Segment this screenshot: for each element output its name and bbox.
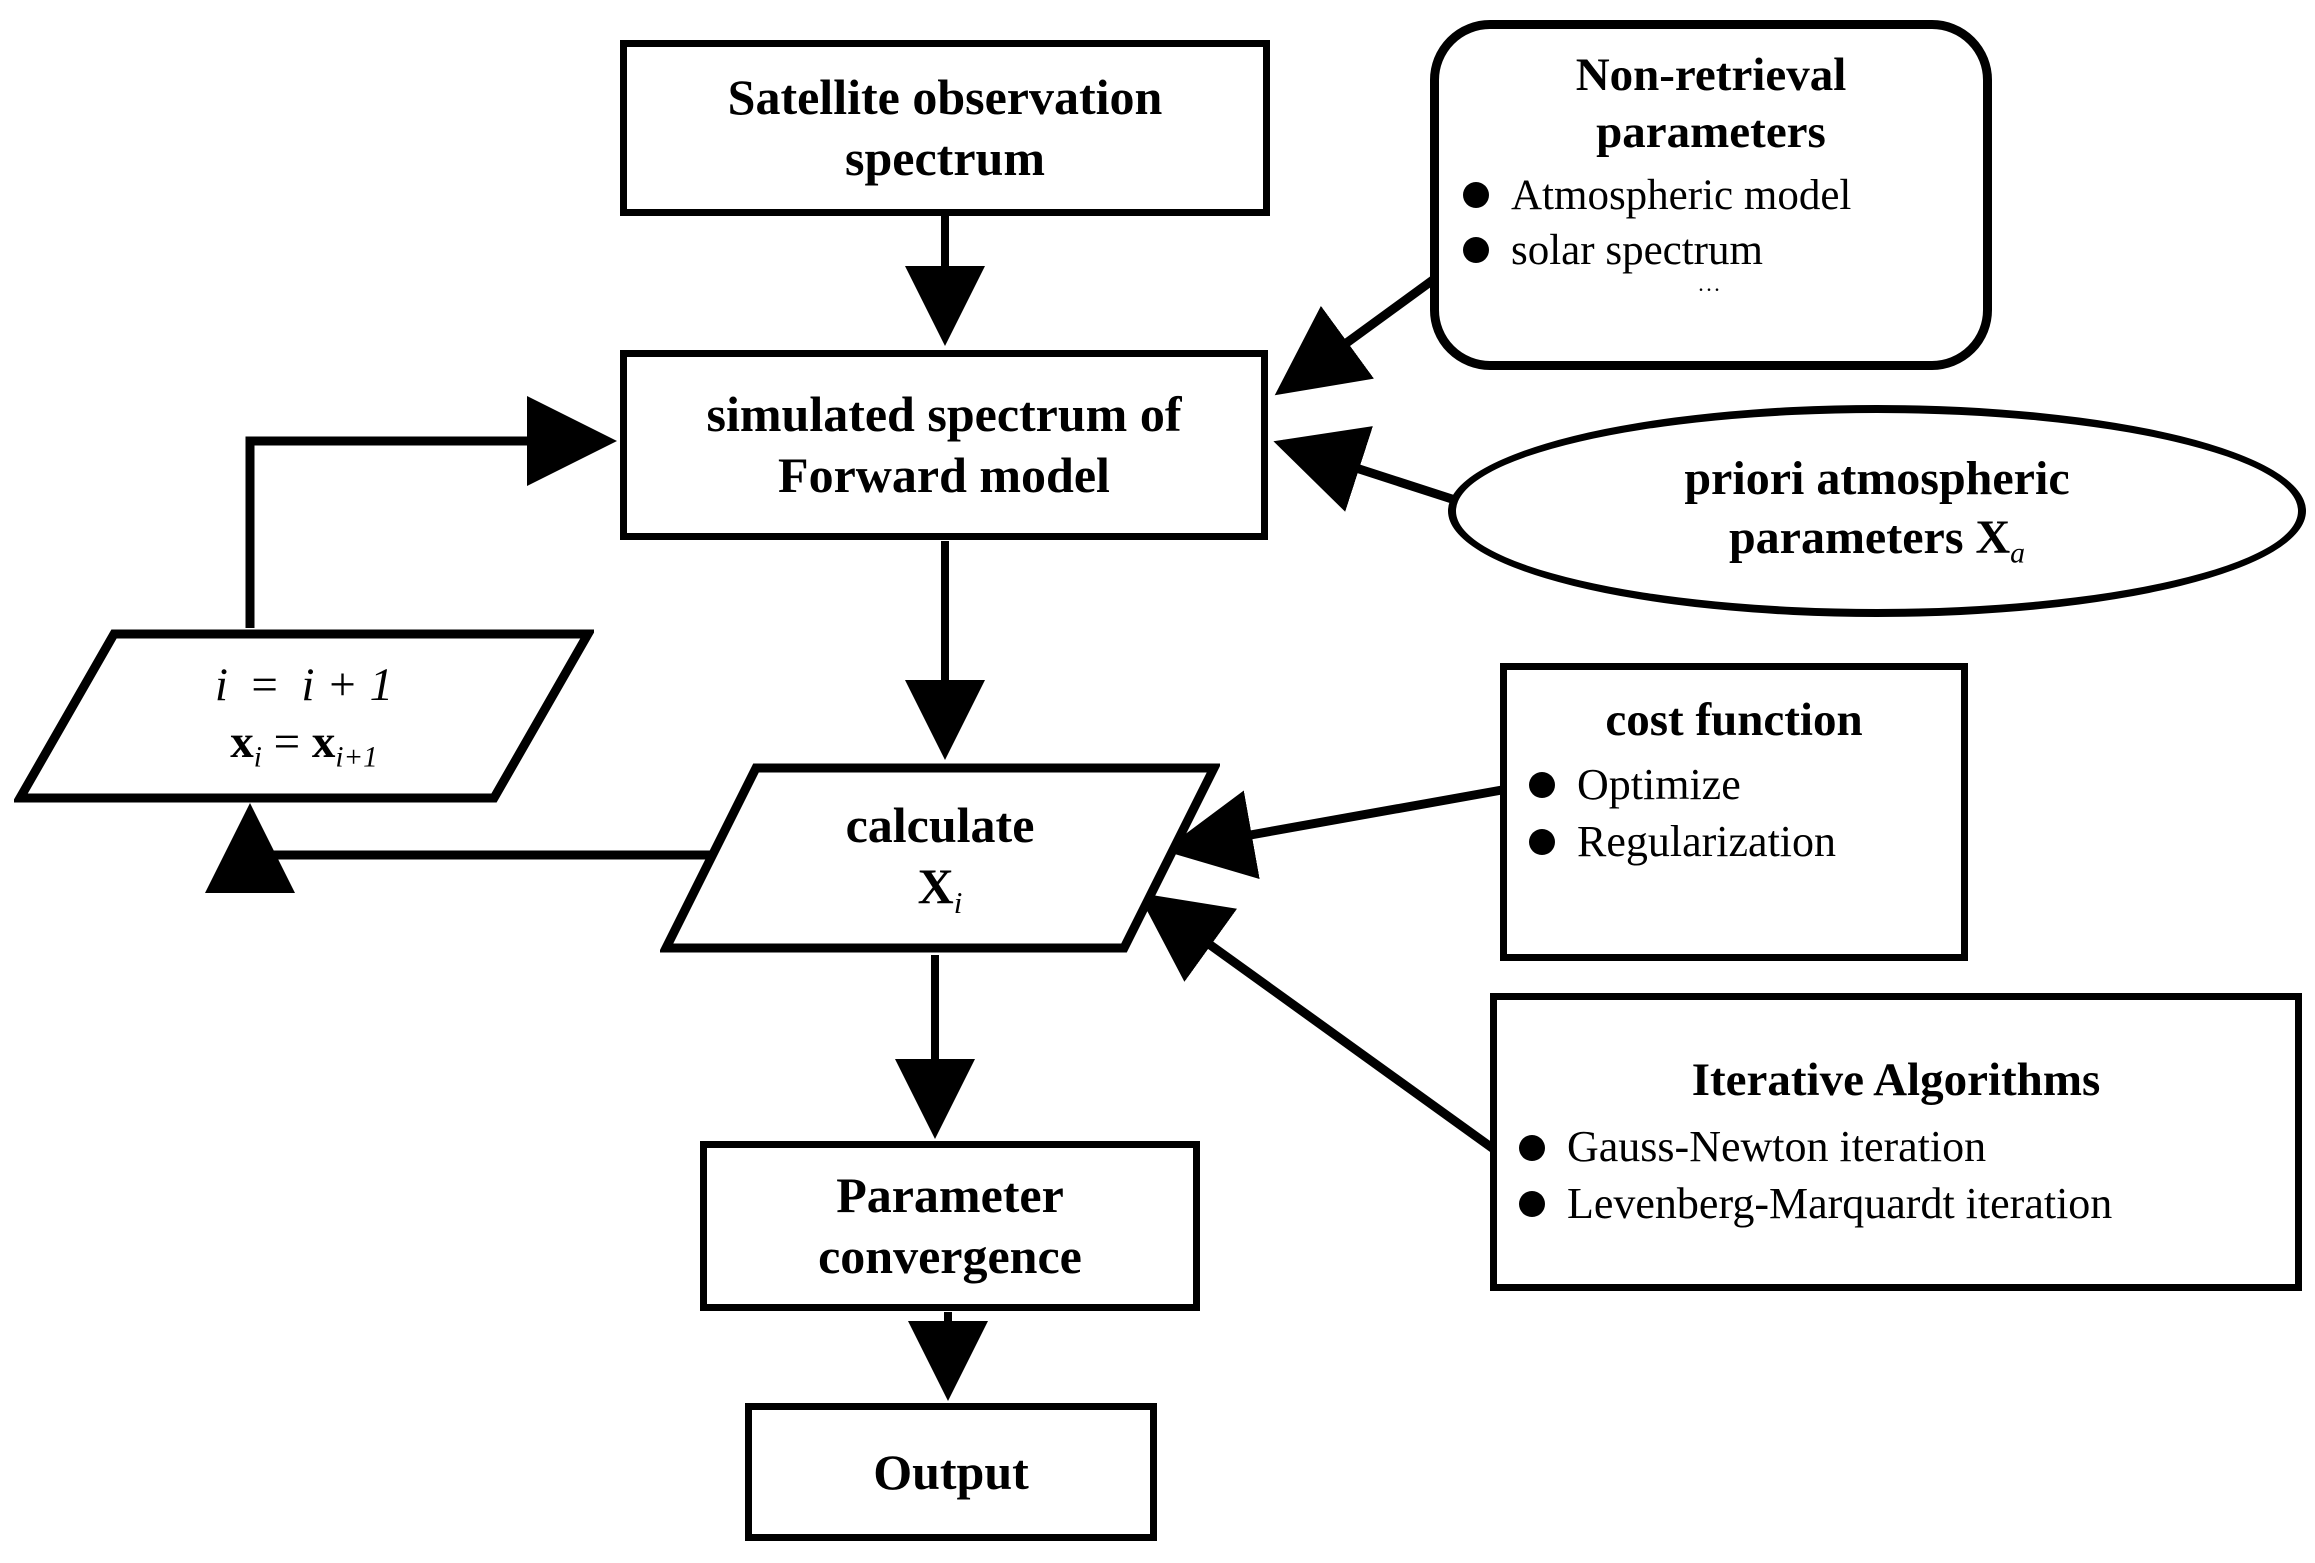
list-item: Gauss-Newton iteration: [1505, 1119, 2287, 1175]
increment-i-lhs: i: [214, 659, 228, 712]
node-satellite-observation-spectrum[interactable]: Satellite observation spectrum: [620, 40, 1270, 216]
iterative-algorithms-bullet-1: Levenberg-Marquardt iteration: [1567, 1178, 2113, 1228]
increment-x-lhs: x: [230, 715, 254, 768]
priori-line-1: priori atmospheric: [1684, 452, 2070, 506]
increment-equals-2: =: [273, 715, 301, 768]
parameter-convergence-title: Parameter convergence: [707, 1165, 1193, 1287]
priori-symbol-x: X: [1975, 510, 2011, 564]
calculate-subscript-i: i: [953, 884, 963, 920]
node-output[interactable]: Output: [745, 1403, 1157, 1541]
non-retrieval-ellipsis: ...: [1699, 277, 1723, 295]
parallelogram-shape-increment: [14, 629, 594, 803]
parallelogram-shape-calculate: [660, 763, 1220, 953]
satellite-line-2: spectrum: [845, 130, 1045, 186]
list-item: Optimize: [1515, 757, 1953, 813]
priori-title: priori atmospheric parameters Xa: [1640, 450, 2113, 571]
non-retrieval-title: Non-retrieval parameters: [1449, 47, 1973, 162]
forward-model-line-2: Forward model: [778, 447, 1110, 503]
bullet-dot-icon: [1529, 828, 1555, 855]
bullet-dot-icon: [1519, 1190, 1545, 1217]
increment-equals-1: =: [251, 659, 278, 712]
cost-function-bullet-list: Optimize Regularization: [1515, 757, 1953, 870]
edge-increment-to-forward: [245, 396, 617, 628]
bullet-dot-icon: [1529, 772, 1555, 799]
forward-model-line-1: simulated spectrum of: [706, 386, 1182, 442]
increment-line-2: xi = xi+1: [230, 714, 377, 775]
node-cost-function[interactable]: cost function Optimize Regularization: [1500, 663, 1968, 961]
bullet-dot-icon: [1463, 237, 1489, 264]
increment-x-lhs-sub: i: [253, 740, 262, 773]
list-item: Atmospheric model: [1449, 168, 1973, 223]
non-retrieval-bullet-0: Atmospheric model: [1511, 171, 1852, 219]
parameter-convergence-line-2: convergence: [818, 1228, 1082, 1284]
calculate-symbol-x: X: [917, 857, 954, 914]
node-forward-model[interactable]: simulated spectrum of Forward model: [620, 350, 1268, 540]
calculate-line-1: calculate: [845, 796, 1035, 853]
cost-function-title: cost function: [1605, 694, 1863, 746]
increment-i-rhs: i + 1: [301, 659, 394, 712]
non-retrieval-title-line-1: Non-retrieval: [1575, 49, 1847, 101]
increment-text: i = i + 1 xi = xi+1: [14, 628, 594, 804]
list-item: Regularization: [1515, 814, 1953, 870]
node-calculate-state[interactable]: calculate Xi: [660, 762, 1220, 954]
node-iteration-increment[interactable]: i = i + 1 xi = xi+1: [14, 628, 594, 804]
priori-line-2-text: parameters: [1728, 510, 1964, 564]
increment-x-rhs: x: [311, 715, 336, 768]
node-iterative-algorithms[interactable]: Iterative Algorithms Gauss-Newton iterat…: [1490, 993, 2302, 1291]
iterative-algorithms-title: Iterative Algorithms: [1691, 1054, 2101, 1107]
edge-cost-to-calculate: [1163, 785, 1503, 880]
output-label: Output: [873, 1443, 1029, 1500]
satellite-line-1: Satellite observation: [727, 69, 1163, 125]
priori-subscript-a: a: [2010, 536, 2026, 570]
calculate-line-2: Xi: [918, 856, 963, 921]
node-parameter-convergence[interactable]: Parameter convergence: [700, 1141, 1200, 1311]
non-retrieval-title-line-2: parameters: [1596, 106, 1826, 159]
non-retrieval-bullet-list: Atmospheric model solar spectrum: [1449, 168, 1973, 278]
satellite-title: Satellite observation spectrum: [627, 67, 1263, 189]
bullet-dot-icon: [1463, 182, 1489, 209]
edge-nonretrieval-to-forward: [1274, 273, 1440, 396]
node-priori-atmospheric-parameters[interactable]: priori atmospheric parameters Xa: [1448, 405, 2306, 617]
edge-priori-to-forward: [1273, 426, 1457, 512]
parameter-convergence-line-1: Parameter: [836, 1167, 1064, 1223]
list-item: Levenberg-Marquardt iteration: [1505, 1176, 2287, 1232]
increment-line-1: i = i + 1: [215, 657, 393, 713]
iterative-algorithms-bullet-0: Gauss-Newton iteration: [1567, 1122, 1987, 1172]
list-item: solar spectrum: [1449, 223, 1973, 278]
forward-model-title: simulated spectrum of Forward model: [627, 384, 1261, 506]
cost-function-bullet-0: Optimize: [1577, 760, 1741, 810]
bullet-dot-icon: [1519, 1134, 1545, 1161]
calculate-text: calculate Xi: [660, 762, 1220, 954]
cost-function-bullet-1: Regularization: [1577, 816, 1837, 866]
iterative-algorithms-bullet-list: Gauss-Newton iteration Levenberg-Marquar…: [1505, 1119, 2287, 1232]
non-retrieval-bullet-1: solar spectrum: [1511, 226, 1763, 274]
node-non-retrieval-parameters[interactable]: Non-retrieval parameters Atmospheric mod…: [1430, 20, 1992, 370]
increment-x-rhs-sub: i+1: [335, 740, 378, 773]
